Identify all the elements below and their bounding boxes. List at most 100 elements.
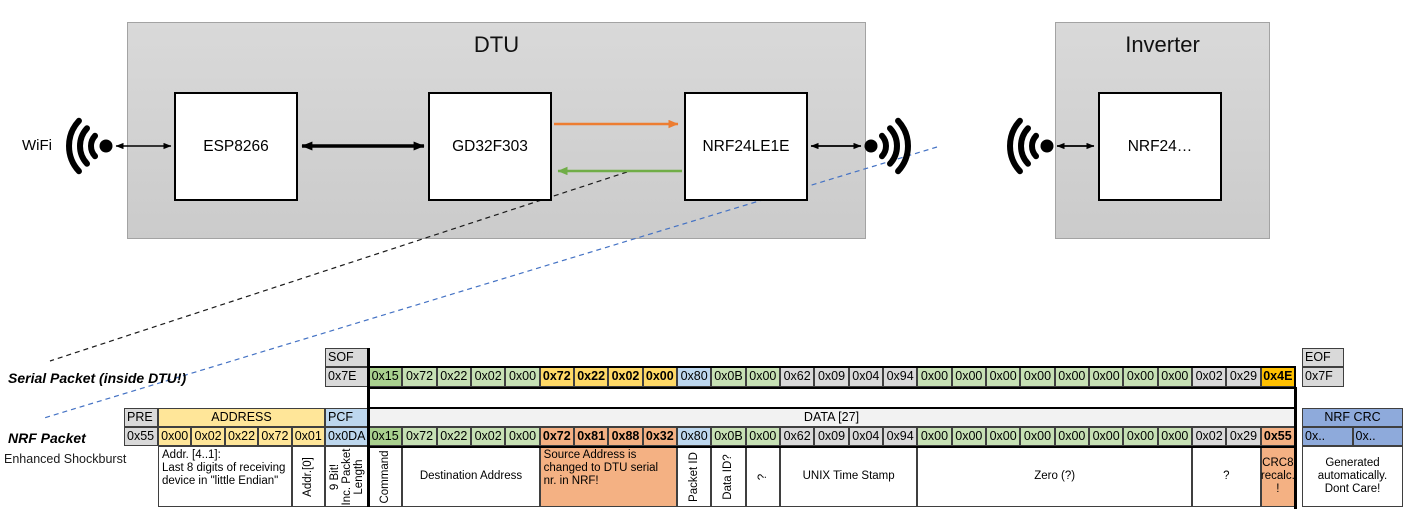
annotation-cell: Addr. [4..1]: Last 8 digits of receiving… [158, 446, 292, 507]
serial-byte-cell: 0x02 [470, 367, 506, 387]
serial-byte-cell: 0x0B [711, 367, 746, 387]
annotation-cell: Destination Address [402, 446, 540, 507]
serial-byte-cell: 0x00 [745, 367, 780, 387]
pre-header: PRE [124, 408, 158, 427]
serial-byte-cell: 0x09 [814, 367, 849, 387]
dtu-title: DTU [473, 32, 520, 57]
nrf-byte-cell: 0x81 [573, 427, 609, 446]
wifi-label: WiFi [22, 137, 52, 154]
annotation-cell: Packet ID [676, 446, 712, 507]
eof-value: 0x7F [1302, 367, 1344, 387]
serial-byte-cell: 0x02 [1191, 367, 1227, 387]
serial-byte-cell: 0x15 [368, 367, 403, 387]
serial-byte-cell: 0x94 [882, 367, 918, 387]
serial-byte-cell: 0x29 [1226, 367, 1261, 387]
annotation-rotated-text: ? [756, 473, 769, 480]
serial-byte-cell: 0x00 [1157, 367, 1192, 387]
address-header: ADDRESS [158, 408, 325, 427]
nrf-byte-cell: 0x02 [470, 427, 506, 446]
nrf-byte-cell: 0x55 [1260, 427, 1295, 446]
component-inverter-nrf24: NRF24… [1098, 92, 1222, 201]
serial-byte-cell: 0x00 [1088, 367, 1124, 387]
nrf-crc-value: 0x.. [1302, 427, 1353, 446]
nrf-byte-cell: 0x09 [814, 427, 849, 446]
sof-header: SOF [325, 348, 368, 367]
sof-value: 0x7E [325, 367, 368, 387]
address-byte-cell: 0x72 [258, 427, 292, 446]
serial-byte-cell: 0x22 [573, 367, 609, 387]
component-label: ESP8266 [203, 137, 269, 155]
pre-value: 0x55 [124, 427, 158, 446]
nrf-byte-cell: 0x00 [745, 427, 780, 446]
serial-byte-cell: 0x02 [608, 367, 643, 387]
annotation-cell: Addr.[0] [291, 446, 325, 507]
nrf-byte-cell: 0x32 [642, 427, 677, 446]
wifi-icon [66, 117, 113, 175]
serial-byte-cell: 0x22 [436, 367, 471, 387]
annotation-cell: Zero (?) [917, 446, 1192, 507]
address-byte-cell: 0x22 [224, 427, 259, 446]
nrf-byte-cell: 0x29 [1226, 427, 1261, 446]
serial-byte-cell: 0x72 [539, 367, 574, 387]
annotation-cell: Generated automatically. Dont Care! [1302, 446, 1403, 507]
annotation-cell: UNIX Time Stamp [779, 446, 918, 507]
annotation-cell: Source Address is changed to DTU serial … [539, 446, 677, 507]
annotation-rotated-text: Command [379, 449, 392, 504]
component-nrf24le1e: NRF24LE1E [684, 92, 808, 201]
serial-byte-cell: 0x00 [505, 367, 540, 387]
serial-byte-cell: 0x00 [985, 367, 1021, 387]
annotation-rotated-text: 9 Bit! Inc. Packet Length [328, 448, 365, 505]
wifi-icon [864, 117, 911, 175]
nrf-byte-cell: 0x00 [1088, 427, 1124, 446]
component-esp8266: ESP8266 [174, 92, 298, 201]
nrf-byte-cell: 0x72 [539, 427, 574, 446]
address-byte-cell: 0x02 [191, 427, 225, 446]
serial-byte-cell: 0x80 [676, 367, 712, 387]
annotation-rotated-text: Packet ID [688, 451, 701, 502]
nrf-byte-cell: 0x88 [608, 427, 643, 446]
annotation-cell: ? [745, 446, 780, 507]
nrf-crc-header: NRF CRC [1302, 408, 1403, 427]
serial-byte-cell: 0x00 [642, 367, 677, 387]
nrf-byte-cell: 0x00 [1123, 427, 1158, 446]
component-label: NRF24… [1127, 137, 1193, 155]
annotation-rotated-text: Addr.[0] [302, 456, 315, 497]
annotation-cell: Data ID? [711, 446, 746, 507]
nrf-byte-cell: 0x00 [1020, 427, 1055, 446]
serial-byte-cell: 0x00 [1020, 367, 1055, 387]
nrf-packet-label: NRF Packet [8, 430, 86, 446]
nrf-byte-cell: 0x22 [436, 427, 471, 446]
nrf-byte-cell: 0x00 [951, 427, 986, 446]
nrf-crc-value: 0x.. [1352, 427, 1403, 446]
nrf-byte-cell: 0x72 [402, 427, 437, 446]
serial-packet-leader-dashed-line [49, 171, 628, 362]
data-header: DATA [27] [368, 408, 1295, 427]
nrf-byte-cell: 0x02 [1191, 427, 1227, 446]
nrf-byte-cell: 0x15 [368, 427, 403, 446]
wifi-icon [1007, 117, 1054, 175]
serial-byte-cell: 0x62 [779, 367, 815, 387]
nrf-byte-cell: 0x00 [917, 427, 952, 446]
nrf-byte-cell: 0x04 [848, 427, 883, 446]
serial-byte-cell: 0x00 [917, 367, 952, 387]
nrf-byte-cell: 0x00 [1054, 427, 1089, 446]
annotation-cell: ? [1191, 446, 1261, 507]
nrf-byte-cell: 0x94 [882, 427, 918, 446]
address-byte-cell: 0x00 [158, 427, 192, 446]
nrf-byte-cell: 0x80 [676, 427, 712, 446]
annotation-rotated-text: Data ID? [722, 453, 735, 500]
address-byte-cell: 0x01 [291, 427, 325, 446]
serial-byte-cell: 0x04 [848, 367, 883, 387]
nrf-byte-cell: 0x00 [505, 427, 540, 446]
eof-header: EOF [1302, 348, 1344, 367]
serial-byte-cell: 0x00 [1123, 367, 1158, 387]
pcf-header: PCF [325, 408, 368, 427]
inverter-title: Inverter [1125, 32, 1200, 57]
annotation-cell: 9 Bit! Inc. Packet Length [325, 446, 368, 507]
annotation-cell: CRC8 recalc. ! [1260, 446, 1295, 507]
component-gd32f303: GD32F303 [428, 92, 552, 201]
serial-byte-cell: 0x72 [402, 367, 437, 387]
